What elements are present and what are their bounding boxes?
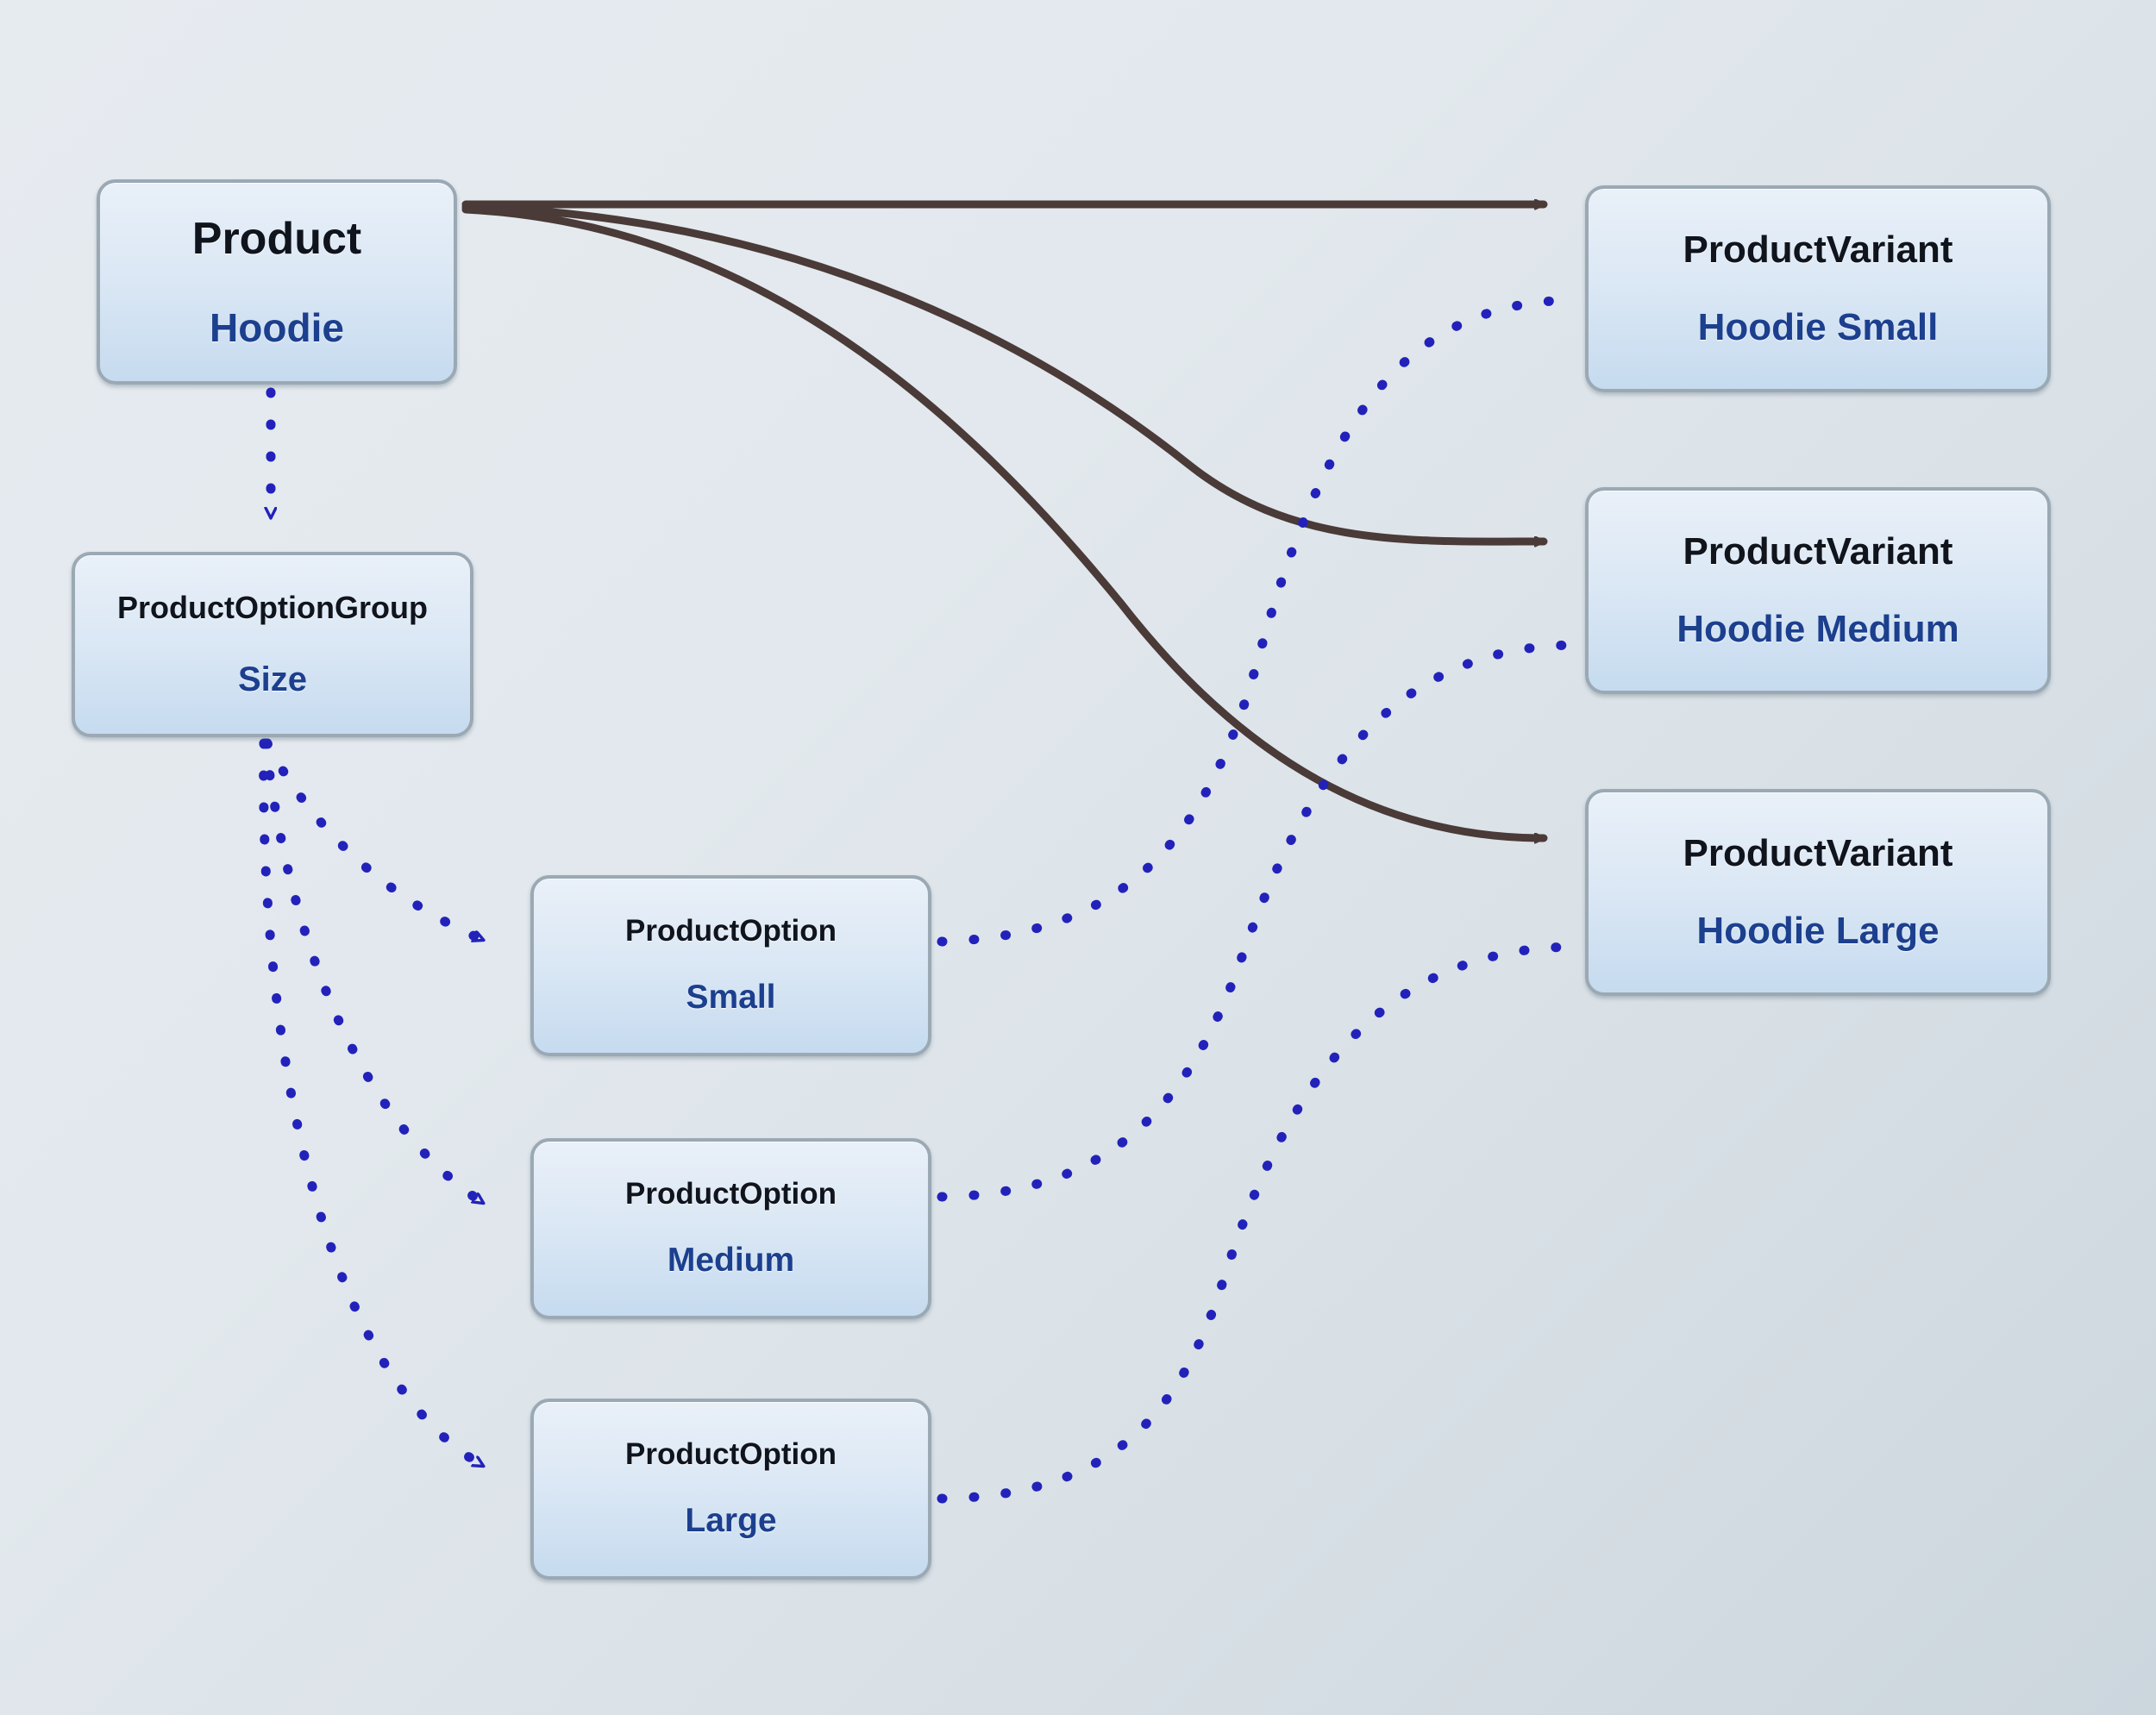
node-product-variant-small-value: Hoodie Small [1697,306,1939,348]
node-product[interactable]: Product Hoodie [97,179,457,385]
node-product-value: Hoodie [210,305,344,351]
edge-product-to-variant-medium [461,203,1548,541]
edge-option-small-to-variant-small [937,295,1583,947]
node-product-option-group-value: Size [237,660,308,699]
node-product-variant-medium-type: ProductVariant [1683,529,1953,573]
node-product-variant-large[interactable]: ProductVariant Hoodie Large [1585,789,2051,996]
node-product-option-small-type: ProductOption [625,914,837,948]
node-product-option-group[interactable]: ProductOptionGroup Size [72,552,473,737]
node-product-option-medium-value: Medium [667,1241,795,1279]
node-product-variant-medium-value: Hoodie Medium [1677,608,1959,650]
edge-optiongroup-to-option-large [259,738,488,1471]
node-product-variant-large-type: ProductVariant [1683,831,1953,874]
node-product-variant-small-type: ProductVariant [1683,228,1953,271]
node-product-option-small-value: Small [686,978,776,1016]
node-product-variant-medium[interactable]: ProductVariant Hoodie Medium [1585,487,2051,694]
node-product-option-medium[interactable]: ProductOption Medium [530,1138,931,1319]
edge-optiongroup-to-option-medium [260,738,488,1208]
edge-product-to-variant-large [461,205,1548,838]
node-product-option-large-value: Large [685,1501,777,1539]
node-product-variant-large-value: Hoodie Large [1696,910,1940,952]
edge-option-large-to-variant-large [937,942,1583,1504]
node-product-option-group-type: ProductOptionGroup [117,589,428,625]
node-product-option-medium-type: ProductOption [625,1177,837,1211]
node-product-variant-small[interactable]: ProductVariant Hoodie Small [1585,185,2051,392]
edge-optiongroup-to-option-small [262,738,488,945]
node-product-option-large[interactable]: ProductOption Large [530,1399,931,1580]
node-product-option-small[interactable]: ProductOption Small [530,875,931,1056]
node-product-type: Product [191,213,362,264]
edge-option-medium-to-variant-medium [937,640,1583,1202]
node-product-option-large-type: ProductOption [625,1437,837,1472]
